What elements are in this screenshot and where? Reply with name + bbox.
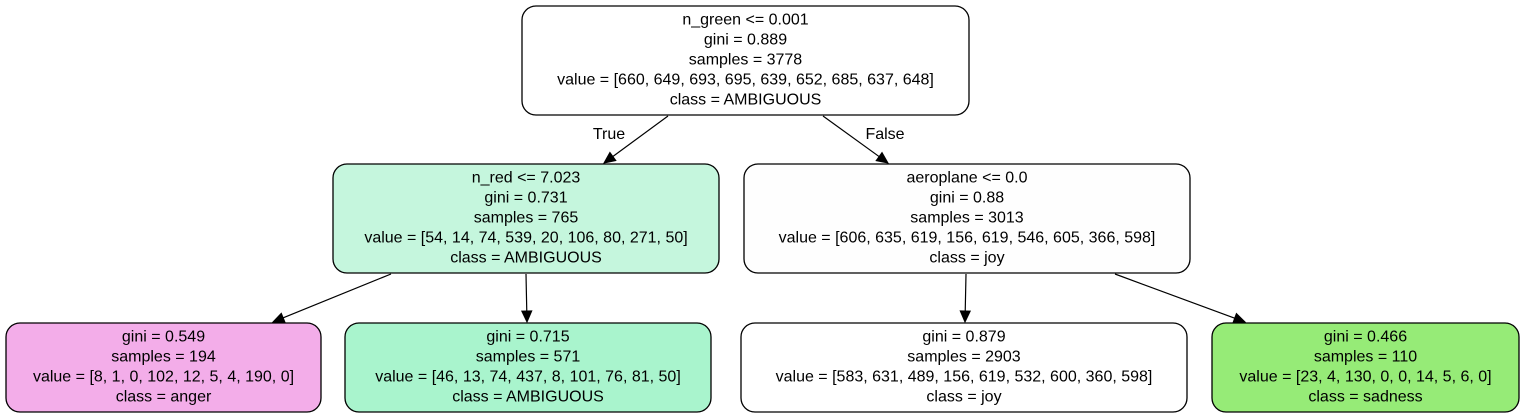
nodes-layer: n_green <= 0.001 gini = 0.889 samples = 37… <box>5 5 1520 413</box>
edge-line <box>282 273 392 319</box>
edge-label-true: True <box>593 126 625 143</box>
node-box <box>740 322 1188 413</box>
gini-text: gini = 0.715 <box>486 329 569 346</box>
gini-text: gini = 0.879 <box>922 329 1005 346</box>
edge-line <box>525 273 528 312</box>
tree-node-1: n_red <= 7.023 gini = 0.731 samples = 765 v… <box>332 163 720 274</box>
class-text: class = sadness <box>1308 389 1422 406</box>
value-text: value = [583, 631, 489, 156, 619, 532, 6… <box>776 369 1153 386</box>
edge-node-2-to-node-6 <box>1114 273 1247 324</box>
edge-node-0-to-node-1: True <box>593 115 669 164</box>
samples-text: samples = 2903 <box>907 349 1021 366</box>
gini-text: gini = 0.731 <box>484 190 567 207</box>
class-text: class = anger <box>116 389 212 406</box>
gini-text: gini = 0.549 <box>122 329 205 346</box>
gini-text: gini = 0.466 <box>1324 329 1407 346</box>
split-rule: aeroplane <= 0.0 <box>907 170 1028 187</box>
arrowhead-icon <box>959 310 972 324</box>
edge-node-1-to-node-3 <box>271 273 392 324</box>
arrowhead-icon <box>520 310 533 324</box>
edge-node-1-to-node-4 <box>520 273 533 324</box>
edges-layer: True False <box>271 115 1247 324</box>
arrowhead-icon <box>271 312 286 324</box>
node-box <box>332 163 720 274</box>
node-box <box>1211 322 1520 413</box>
value-text: value = [8, 1, 0, 102, 12, 5, 4, 190, 0] <box>33 369 294 386</box>
gini-text: gini = 0.88 <box>930 190 1004 207</box>
value-text: value = [54, 14, 74, 539, 20, 106, 80, 2… <box>364 230 687 247</box>
samples-text: samples = 194 <box>111 349 216 366</box>
tree-node-6: gini = 0.466 samples = 110 value = [23, 4,… <box>1211 322 1520 413</box>
arrowhead-icon <box>1232 312 1247 324</box>
tree-node-2: aeroplane <= 0.0 gini = 0.88 samples = 301… <box>743 163 1191 274</box>
edge-line <box>822 115 880 158</box>
value-text: value = [23, 4, 130, 0, 0, 14, 5, 6, 0] <box>1239 369 1491 386</box>
samples-text: samples = 3778 <box>689 52 803 69</box>
edge-node-2-to-node-5 <box>959 273 972 324</box>
class-text: class = AMBIGUOUS <box>450 250 602 267</box>
node-box <box>743 163 1191 274</box>
value-text: value = [46, 13, 74, 437, 8, 101, 76, 81… <box>375 369 681 386</box>
split-rule: n_green <= 0.001 <box>682 12 808 29</box>
tree-node-0: n_green <= 0.001 gini = 0.889 samples = 37… <box>521 5 970 116</box>
node-box <box>344 322 712 413</box>
split-rule: n_red <= 7.023 <box>472 170 581 187</box>
class-text: class = joy <box>926 389 1001 406</box>
samples-text: samples = 3013 <box>910 210 1024 227</box>
edge-node-0-to-node-2: False <box>822 115 905 164</box>
edge-label-false: False <box>865 126 904 143</box>
node-box <box>5 322 322 413</box>
tree-node-3: gini = 0.549 samples = 194 value = [8, 1, … <box>5 322 322 413</box>
arrowhead-icon <box>603 151 617 164</box>
value-text: value = [660, 649, 693, 695, 639, 652, 6… <box>557 72 934 89</box>
arrowhead-icon <box>875 151 889 164</box>
edge-line <box>612 115 669 157</box>
tree-node-4: gini = 0.715 samples = 571 value = [46, 13… <box>344 322 712 413</box>
gini-text: gini = 0.889 <box>704 32 787 49</box>
class-text: class = AMBIGUOUS <box>452 389 604 406</box>
samples-text: samples = 765 <box>474 210 579 227</box>
edge-line <box>964 273 967 312</box>
class-text: class = joy <box>929 250 1004 267</box>
tree-node-5: gini = 0.879 samples = 2903 value = [583, … <box>740 322 1188 413</box>
samples-text: samples = 110 <box>1314 349 1417 366</box>
samples-text: samples = 571 <box>476 349 581 366</box>
node-box <box>521 5 970 116</box>
value-text: value = [606, 635, 619, 156, 619, 546, 6… <box>779 230 1156 247</box>
class-text: class = AMBIGUOUS <box>670 92 822 109</box>
edge-line <box>1114 273 1235 319</box>
